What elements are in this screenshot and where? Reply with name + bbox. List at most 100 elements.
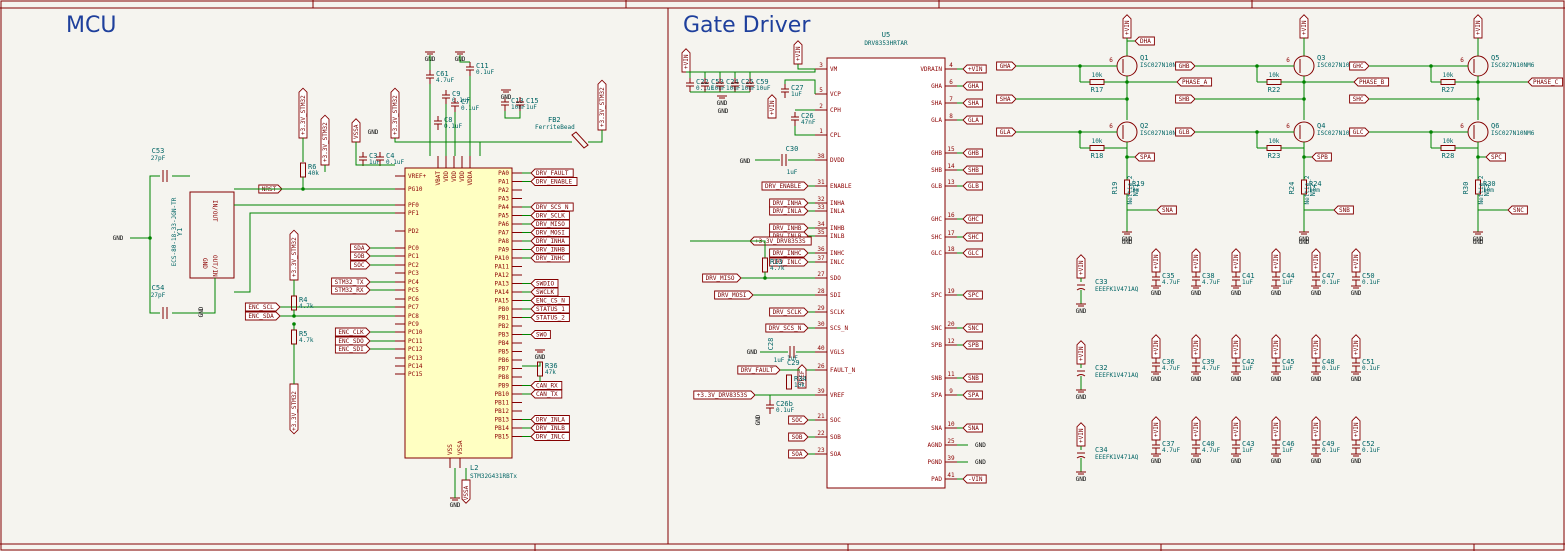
dec-row-2-cap-4-val: 0.1uF [1322, 447, 1340, 454]
driver-ref: U5 [882, 31, 890, 39]
i2c-pullup-supply-top [289, 229, 299, 281]
leg-0-gl-flag [996, 127, 1017, 137]
bulk-row-2-vin-text: +VIN [1078, 428, 1085, 443]
mcu-left-pin-name-PC4: PC4 [408, 279, 419, 286]
mcu-supply-left-text: +3.3V_STM32 [392, 95, 399, 135]
mcu-left-pin-name-PC11: PC11 [408, 338, 423, 345]
driver-right-pin-name-sna: SNA [931, 425, 942, 432]
mcu-left-pin-name-PC8: PC8 [408, 313, 419, 320]
mcu-top-pin-name-4: VDDA [467, 171, 474, 186]
c15-val: 1uF [526, 104, 537, 111]
bulk-row-2-plate-bot [1076, 456, 1086, 459]
junction [1078, 64, 1082, 68]
driver-left-pin-name-sclk: SCLK [830, 309, 845, 316]
leg-0-dh-flag [1134, 36, 1155, 46]
dec-row-0-cap-1-vin [1191, 248, 1201, 273]
driver-flag-ghc [962, 214, 983, 224]
driver-right-pin-num-spc: 19 [947, 288, 955, 295]
leg-0-shunt-ref: R19 [1132, 180, 1145, 188]
leg-2-low-fet-ref: Q6 [1491, 122, 1499, 130]
leg-1-high-fet [1293, 55, 1315, 77]
mcu-flag-swclk-text: SWCLK [536, 289, 554, 296]
driver-left-pin-num-inha: 32 [817, 196, 825, 203]
mcu-flag-enc_sdi [334, 344, 371, 354]
r34-ref: R34 [794, 375, 807, 383]
driver-right-pin-name-vdrain: VDRAIN [920, 66, 942, 73]
c61-val: 4.7uF [436, 77, 454, 84]
bulk-row-2-gnd-label: GND [1076, 476, 1087, 483]
junction [1125, 155, 1129, 159]
xtal-cap1-wire [130, 175, 160, 239]
dec-row-0-cap-3-vin [1271, 248, 1281, 273]
sdo-pullup-flag-text: +3.3V_DRV8353S [755, 238, 806, 245]
mcu-flag-swo [530, 330, 551, 339]
leg-0-rh-val: 10k [1092, 72, 1103, 79]
junction [1255, 64, 1259, 68]
leg-0-rh-body [1089, 79, 1105, 85]
dec-row-2-cap-4-gnd-label: GND [1311, 458, 1322, 465]
dec-row-2-cap-2-vin-text: +VIN [1233, 422, 1240, 437]
mcu-top-pin-name-0: VBAT [435, 171, 442, 186]
driver-flag-ghb-text: GHB [968, 150, 979, 157]
dec-row-1-cap-0-vin-text: +VIN [1153, 340, 1160, 355]
mcu-gnd-c13-label: GND [501, 94, 512, 101]
crystal-body [189, 191, 235, 279]
r5-ref: R5 [299, 330, 307, 338]
mcu-rail-top [394, 138, 480, 143]
driver-right-pin-name-pad: PAD [931, 476, 942, 483]
driver-left-pin-name-soc: SOC [830, 417, 841, 424]
mcu-right-pin-name-PB6: PB6 [498, 357, 509, 364]
bulk-row-0-vin-text: +VIN [1078, 260, 1085, 275]
driver-bulk-cap-4-val: 10uF [756, 85, 771, 92]
leg-2-vin-flag [1473, 14, 1483, 39]
dec-row-0-cap-5-gnd-label: GND [1351, 290, 1362, 297]
c13-c15-wire [504, 111, 521, 119]
mcu-left-pin-name-PC3: PC3 [408, 270, 419, 277]
mcu-left-pin-name-PC10: PC10 [408, 329, 423, 336]
leg-0-vin-flag-text: +VIN [1124, 20, 1131, 35]
driver-right-pin-num-spa: 9 [949, 388, 953, 395]
vref-gnd-label: GND [755, 414, 762, 425]
dec-row-1-cap-0-vin [1151, 334, 1161, 359]
driver-right-pin-num-glc: 18 [947, 246, 955, 253]
dec-row-2-cap-2-vin [1231, 416, 1241, 441]
bulk-row-1-ref: C32 [1095, 364, 1108, 372]
mcu-flag-sob-text: SOB [354, 253, 365, 260]
dec-row-2-cap-5-val: 0.1uF [1362, 447, 1380, 454]
dec-row-0-cap-2-vin-text: +VIN [1233, 254, 1240, 269]
bulk-row-1-vin-text: +VIN [1078, 346, 1085, 361]
dec-row-1-cap-2-gnd-label: GND [1231, 376, 1242, 383]
driver-left-flag-drv_sclk [769, 307, 809, 317]
dec-row-2-cap-5-vin-text: +VIN [1353, 422, 1360, 437]
bulk-row-0-gnd-label: GND [1076, 308, 1087, 315]
junction [292, 314, 296, 318]
driver-left-pin-num-vcp: 5 [819, 87, 823, 94]
leg-0-gnd-label: GND [1122, 239, 1133, 246]
driver-flag-glc [962, 248, 983, 258]
mcu-flag-enc_scl [244, 302, 281, 312]
mcu-right-pin-name-PA9: PA9 [498, 247, 509, 254]
bulk-row-0-plate-bot [1076, 288, 1086, 291]
dec-row-0-cap-3-vin-text: +VIN [1273, 254, 1280, 269]
c3-ref: C3 [369, 152, 377, 160]
leg-1-sp-flag [1311, 152, 1332, 162]
swo-wire [522, 362, 541, 367]
leg-1-gl-pin: 6 [1286, 123, 1290, 130]
leg-1-gl-flag [1175, 127, 1196, 137]
driver-part: DRV8353HRTAR [864, 40, 908, 47]
leg-1-gh-pin: 6 [1286, 57, 1290, 64]
mcu-left-pin-name-PC2: PC2 [408, 262, 419, 269]
dec-row-1-cap-3-ref: C45 [1282, 358, 1295, 366]
mcu-right-pin-name-PA10: PA10 [495, 255, 510, 262]
dec-row-1-cap-4-gnd-label: GND [1311, 376, 1322, 383]
driver-right-pin-name-snc: SNC [931, 325, 942, 332]
driver-flag-shc-text: SHC [968, 234, 979, 241]
c30-val: 1uF [787, 169, 798, 176]
dec-row-2-cap-4-vin-text: +VIN [1313, 422, 1320, 437]
leg-0-phase-flag [1176, 77, 1213, 87]
mcu-flag-drv_miso [530, 219, 570, 229]
leg-2-gnd-label: GND [1473, 236, 1484, 243]
leg-2-phase-flag-text: PHASE_C [1533, 79, 1559, 86]
leg-0-gh-flag-text: GHA [1000, 63, 1011, 70]
